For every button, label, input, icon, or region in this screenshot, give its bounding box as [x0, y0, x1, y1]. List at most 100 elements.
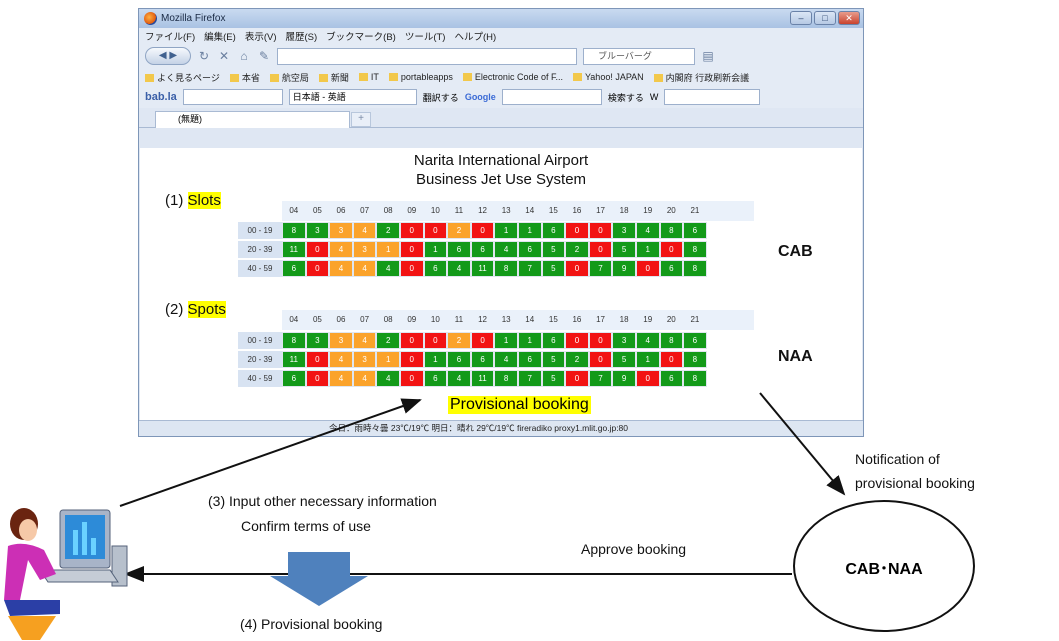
new-tab-button[interactable]: +	[351, 112, 371, 127]
wiki-search-input[interactable]	[664, 89, 761, 105]
availability-cell[interactable]: 0	[659, 351, 684, 368]
availability-cell[interactable]: 3	[612, 332, 636, 349]
availability-cell[interactable]: 4	[376, 370, 400, 387]
availability-cell[interactable]: 7	[517, 370, 542, 387]
bookmark-item[interactable]: IT	[359, 72, 379, 82]
bookmark-item[interactable]: 航空局	[270, 71, 309, 84]
availability-cell[interactable]: 5	[541, 260, 566, 277]
bookmark-item[interactable]: よく見るページ	[145, 71, 220, 84]
search-button[interactable]: 検索する	[607, 92, 644, 103]
availability-cell[interactable]: 8	[659, 332, 684, 349]
availability-cell[interactable]: 0	[565, 260, 589, 277]
stop-icon[interactable]: ✕	[218, 49, 230, 63]
availability-cell[interactable]: 0	[399, 222, 424, 239]
availability-cell[interactable]: 6	[683, 222, 707, 239]
availability-cell[interactable]: 2	[565, 241, 589, 258]
availability-cell[interactable]: 9	[612, 260, 636, 277]
menu-history[interactable]: 履歴(S)	[285, 32, 318, 43]
availability-cell[interactable]: 4	[447, 370, 471, 387]
google-search-input[interactable]	[501, 89, 602, 105]
menu-tools[interactable]: ツール(T)	[404, 32, 446, 43]
availability-cell[interactable]: 5	[541, 370, 566, 387]
folder-icon[interactable]: ▤	[702, 49, 714, 63]
availability-cell[interactable]: 3	[329, 332, 353, 349]
availability-cell[interactable]: 11	[470, 260, 495, 277]
bookmark-item[interactable]: Yahoo! JAPAN	[573, 72, 644, 82]
availability-cell[interactable]: 2	[447, 332, 471, 349]
availability-cell[interactable]: 1	[376, 241, 400, 258]
availability-cell[interactable]: 8	[659, 222, 684, 239]
availability-cell[interactable]: 0	[399, 370, 424, 387]
availability-cell[interactable]: 2	[447, 222, 471, 239]
availability-cell[interactable]: 4	[329, 351, 353, 368]
availability-cell[interactable]: 0	[470, 222, 495, 239]
availability-cell[interactable]: 4	[494, 241, 518, 258]
availability-cell[interactable]: 3	[305, 332, 330, 349]
availability-cell[interactable]: 0	[399, 332, 424, 349]
menu-edit[interactable]: 編集(E)	[204, 32, 236, 43]
availability-cell[interactable]: 4	[376, 260, 400, 277]
tab-untitled[interactable]: (無題)	[155, 111, 350, 128]
availability-cell[interactable]: 0	[423, 332, 448, 349]
bookmark-item[interactable]: portableapps	[389, 72, 453, 82]
availability-cell[interactable]: 8	[683, 241, 707, 258]
availability-cell[interactable]: 4	[352, 222, 377, 239]
availability-cell[interactable]: 0	[565, 332, 589, 349]
menu-help[interactable]: ヘルプ(H)	[454, 32, 497, 43]
availability-cell[interactable]: 4	[329, 241, 353, 258]
availability-cell[interactable]: 3	[612, 222, 636, 239]
availability-cell[interactable]: 1	[635, 351, 660, 368]
availability-cell[interactable]: 1	[635, 241, 660, 258]
availability-cell[interactable]: 0	[470, 332, 495, 349]
url-bar[interactable]	[277, 47, 577, 65]
availability-cell[interactable]: 4	[635, 222, 660, 239]
availability-cell[interactable]: 0	[399, 241, 424, 258]
back-forward-button[interactable]: ◀ ▶	[145, 47, 191, 65]
menu-bookmarks[interactable]: ブックマーク(B)	[326, 32, 396, 43]
availability-cell[interactable]: 0	[305, 351, 330, 368]
availability-cell[interactable]: 0	[588, 241, 613, 258]
wikipedia-icon[interactable]: W	[649, 92, 659, 102]
availability-cell[interactable]: 1	[494, 222, 518, 239]
availability-cell[interactable]: 6	[541, 332, 566, 349]
availability-cell[interactable]: 5	[612, 241, 636, 258]
availability-cell[interactable]: 0	[399, 351, 424, 368]
home-icon[interactable]: ⌂	[240, 49, 248, 63]
menu-view[interactable]: 表示(V)	[244, 32, 277, 43]
availability-cell[interactable]: 0	[423, 222, 448, 239]
availability-cell[interactable]: 4	[329, 260, 353, 277]
availability-cell[interactable]: 5	[541, 351, 566, 368]
addon-icon[interactable]: ✎	[258, 49, 270, 63]
availability-cell[interactable]: 0	[399, 260, 424, 277]
availability-cell[interactable]: 4	[352, 370, 377, 387]
availability-cell[interactable]: 8	[494, 260, 518, 277]
availability-cell[interactable]: 5	[612, 351, 636, 368]
availability-cell[interactable]: 8	[683, 370, 707, 387]
availability-cell[interactable]: 4	[447, 260, 471, 277]
availability-cell[interactable]: 2	[376, 222, 400, 239]
availability-cell[interactable]: 6	[423, 260, 448, 277]
availability-cell[interactable]: 6	[659, 370, 684, 387]
menu-file[interactable]: ファイル(F)	[145, 32, 196, 43]
search-input[interactable]: ブルーバーグ	[583, 47, 695, 65]
availability-cell[interactable]: 6	[470, 351, 495, 368]
minimize-button[interactable]: –	[790, 11, 812, 25]
maximize-button[interactable]: □	[814, 11, 836, 25]
availability-cell[interactable]: 6	[659, 260, 684, 277]
availability-cell[interactable]: 1	[423, 241, 448, 258]
availability-cell[interactable]: 0	[635, 260, 660, 277]
availability-cell[interactable]: 3	[352, 241, 377, 258]
availability-cell[interactable]: 0	[565, 370, 589, 387]
availability-cell[interactable]: 8	[494, 370, 518, 387]
availability-cell[interactable]: 4	[635, 332, 660, 349]
availability-cell[interactable]: 4	[352, 332, 377, 349]
availability-cell[interactable]: 8	[683, 351, 707, 368]
availability-cell[interactable]: 0	[305, 241, 330, 258]
availability-cell[interactable]: 6	[470, 241, 495, 258]
availability-cell[interactable]: 7	[588, 260, 613, 277]
availability-cell[interactable]: 4	[494, 351, 518, 368]
availability-cell[interactable]: 0	[565, 222, 589, 239]
close-button[interactable]: ✕	[838, 11, 860, 25]
availability-cell[interactable]: 4	[352, 260, 377, 277]
babla-input[interactable]	[182, 89, 283, 105]
